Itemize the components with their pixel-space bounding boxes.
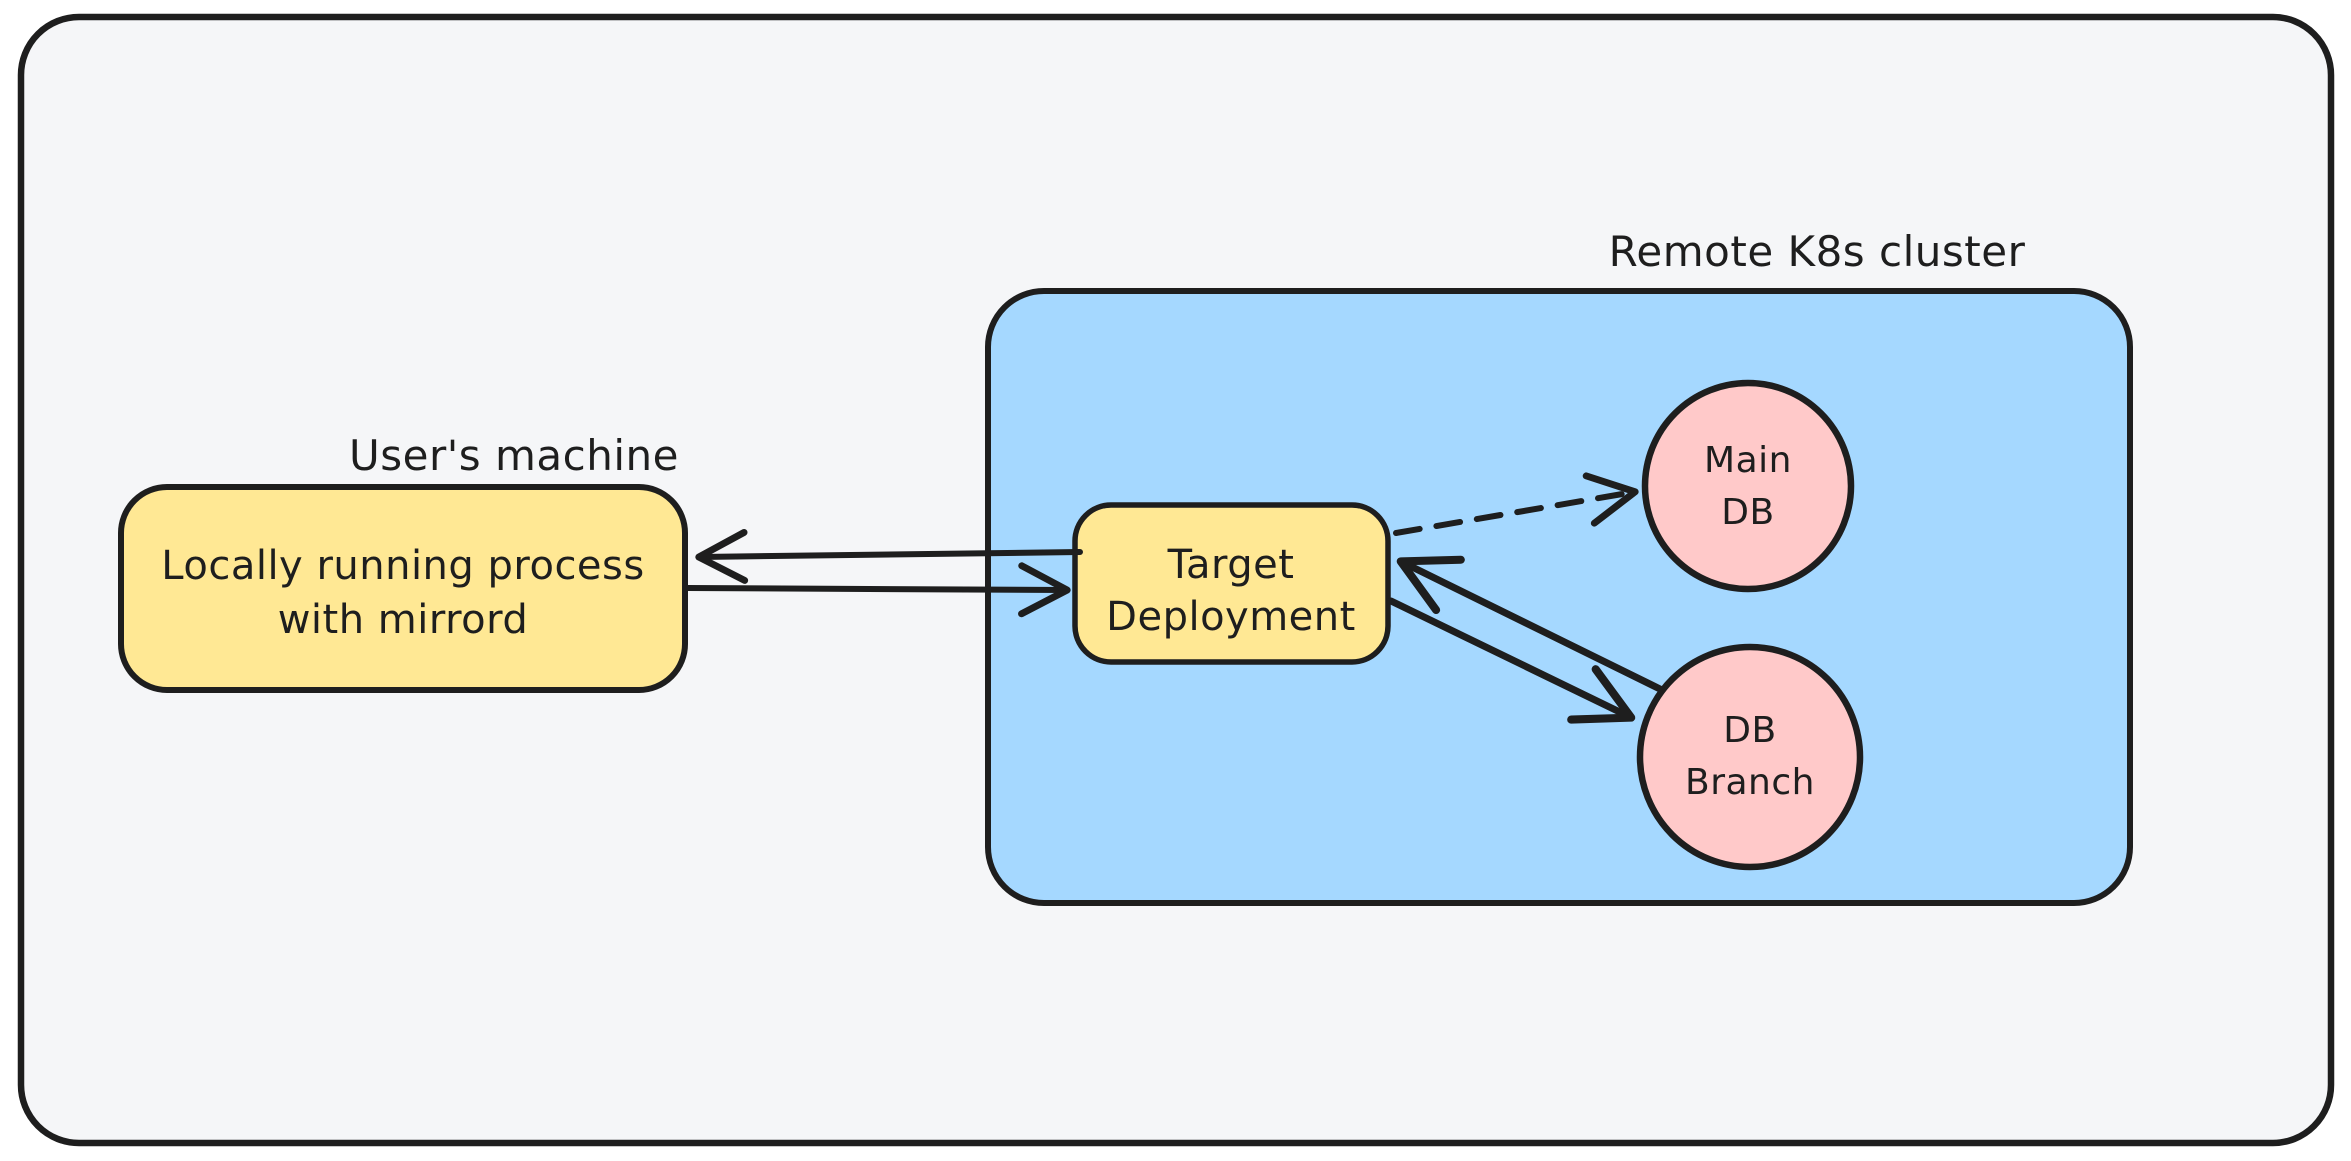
arrow-target-to-dbbranch (1387, 597, 1636, 724)
target-deployment-label-line1: Target (1167, 542, 1295, 588)
main-db-node (1641, 379, 1855, 593)
local-process-label-line1: Locally running process (161, 543, 644, 589)
users-machine-label: User's machine (349, 431, 679, 480)
main-db-label-line2: DB (1721, 492, 1774, 533)
target-deployment-node (1072, 502, 1391, 665)
db-branch-label-line2: Branch (1685, 762, 1815, 803)
local-process-node (118, 484, 688, 693)
main-db-label-line1: Main (1704, 440, 1792, 481)
remote-cluster-label: Remote K8s cluster (1609, 227, 2026, 276)
arrow-local-to-target (685, 562, 1071, 618)
db-branch-label-line1: DB (1723, 710, 1776, 751)
local-process-label-line2: with mirrord (278, 597, 529, 643)
db-branch-node (1636, 643, 1864, 871)
arrow-target-to-local (695, 528, 1083, 584)
target-deployment-label-line2: Deployment (1106, 594, 1356, 640)
arrow-target-to-maindb-dashed (1393, 472, 1639, 536)
